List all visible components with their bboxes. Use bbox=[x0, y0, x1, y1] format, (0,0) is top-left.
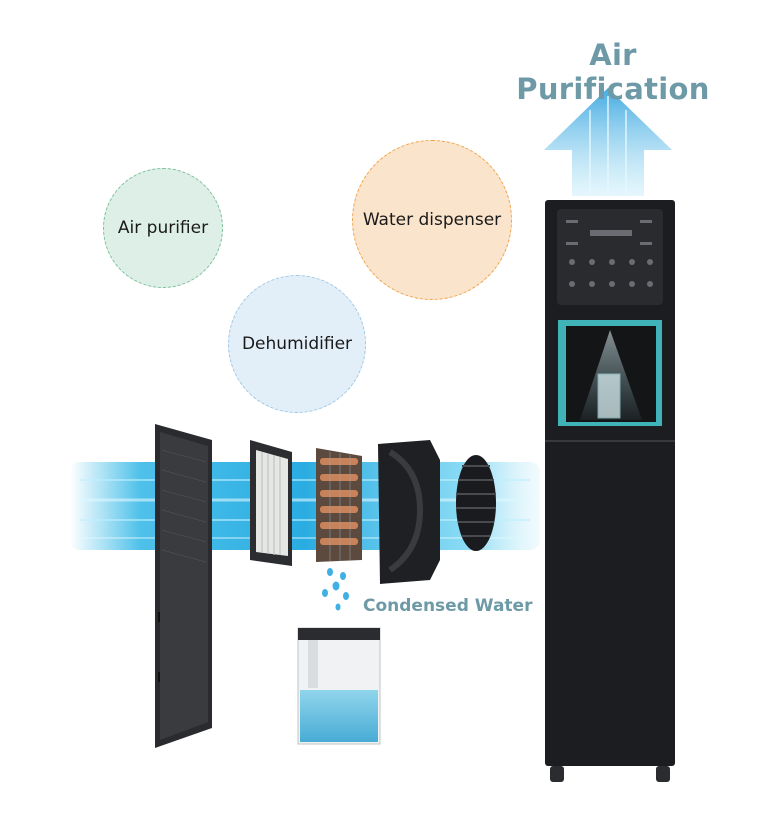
water-dispenser-bubble: Water dispenser bbox=[352, 140, 512, 300]
evaporator-coil bbox=[316, 448, 362, 562]
condensed-water-label: Condensed Water bbox=[363, 596, 533, 616]
water-dispenser-label: Water dispenser bbox=[362, 210, 502, 230]
dehumidifier-label: Dehumidifier bbox=[241, 334, 353, 354]
dehumidifier-bubble: Dehumidifier bbox=[228, 275, 366, 413]
front-grille-panel bbox=[155, 424, 212, 748]
wheel bbox=[656, 766, 670, 782]
unit-cabinet bbox=[545, 200, 675, 782]
hepa-filter bbox=[250, 440, 292, 566]
air-purifier-label: Air purifier bbox=[117, 218, 209, 238]
water-drops-icon bbox=[322, 568, 349, 611]
water-tank bbox=[297, 627, 381, 745]
page-title: Air Purification bbox=[516, 38, 710, 106]
blower-wheel bbox=[456, 455, 496, 551]
air-purifier-bubble: Air purifier bbox=[103, 168, 223, 288]
fan-housing bbox=[378, 440, 440, 584]
control-panel bbox=[557, 209, 663, 305]
up-arrow-icon bbox=[544, 88, 672, 196]
water-glass bbox=[597, 373, 621, 419]
wheel bbox=[550, 766, 564, 782]
